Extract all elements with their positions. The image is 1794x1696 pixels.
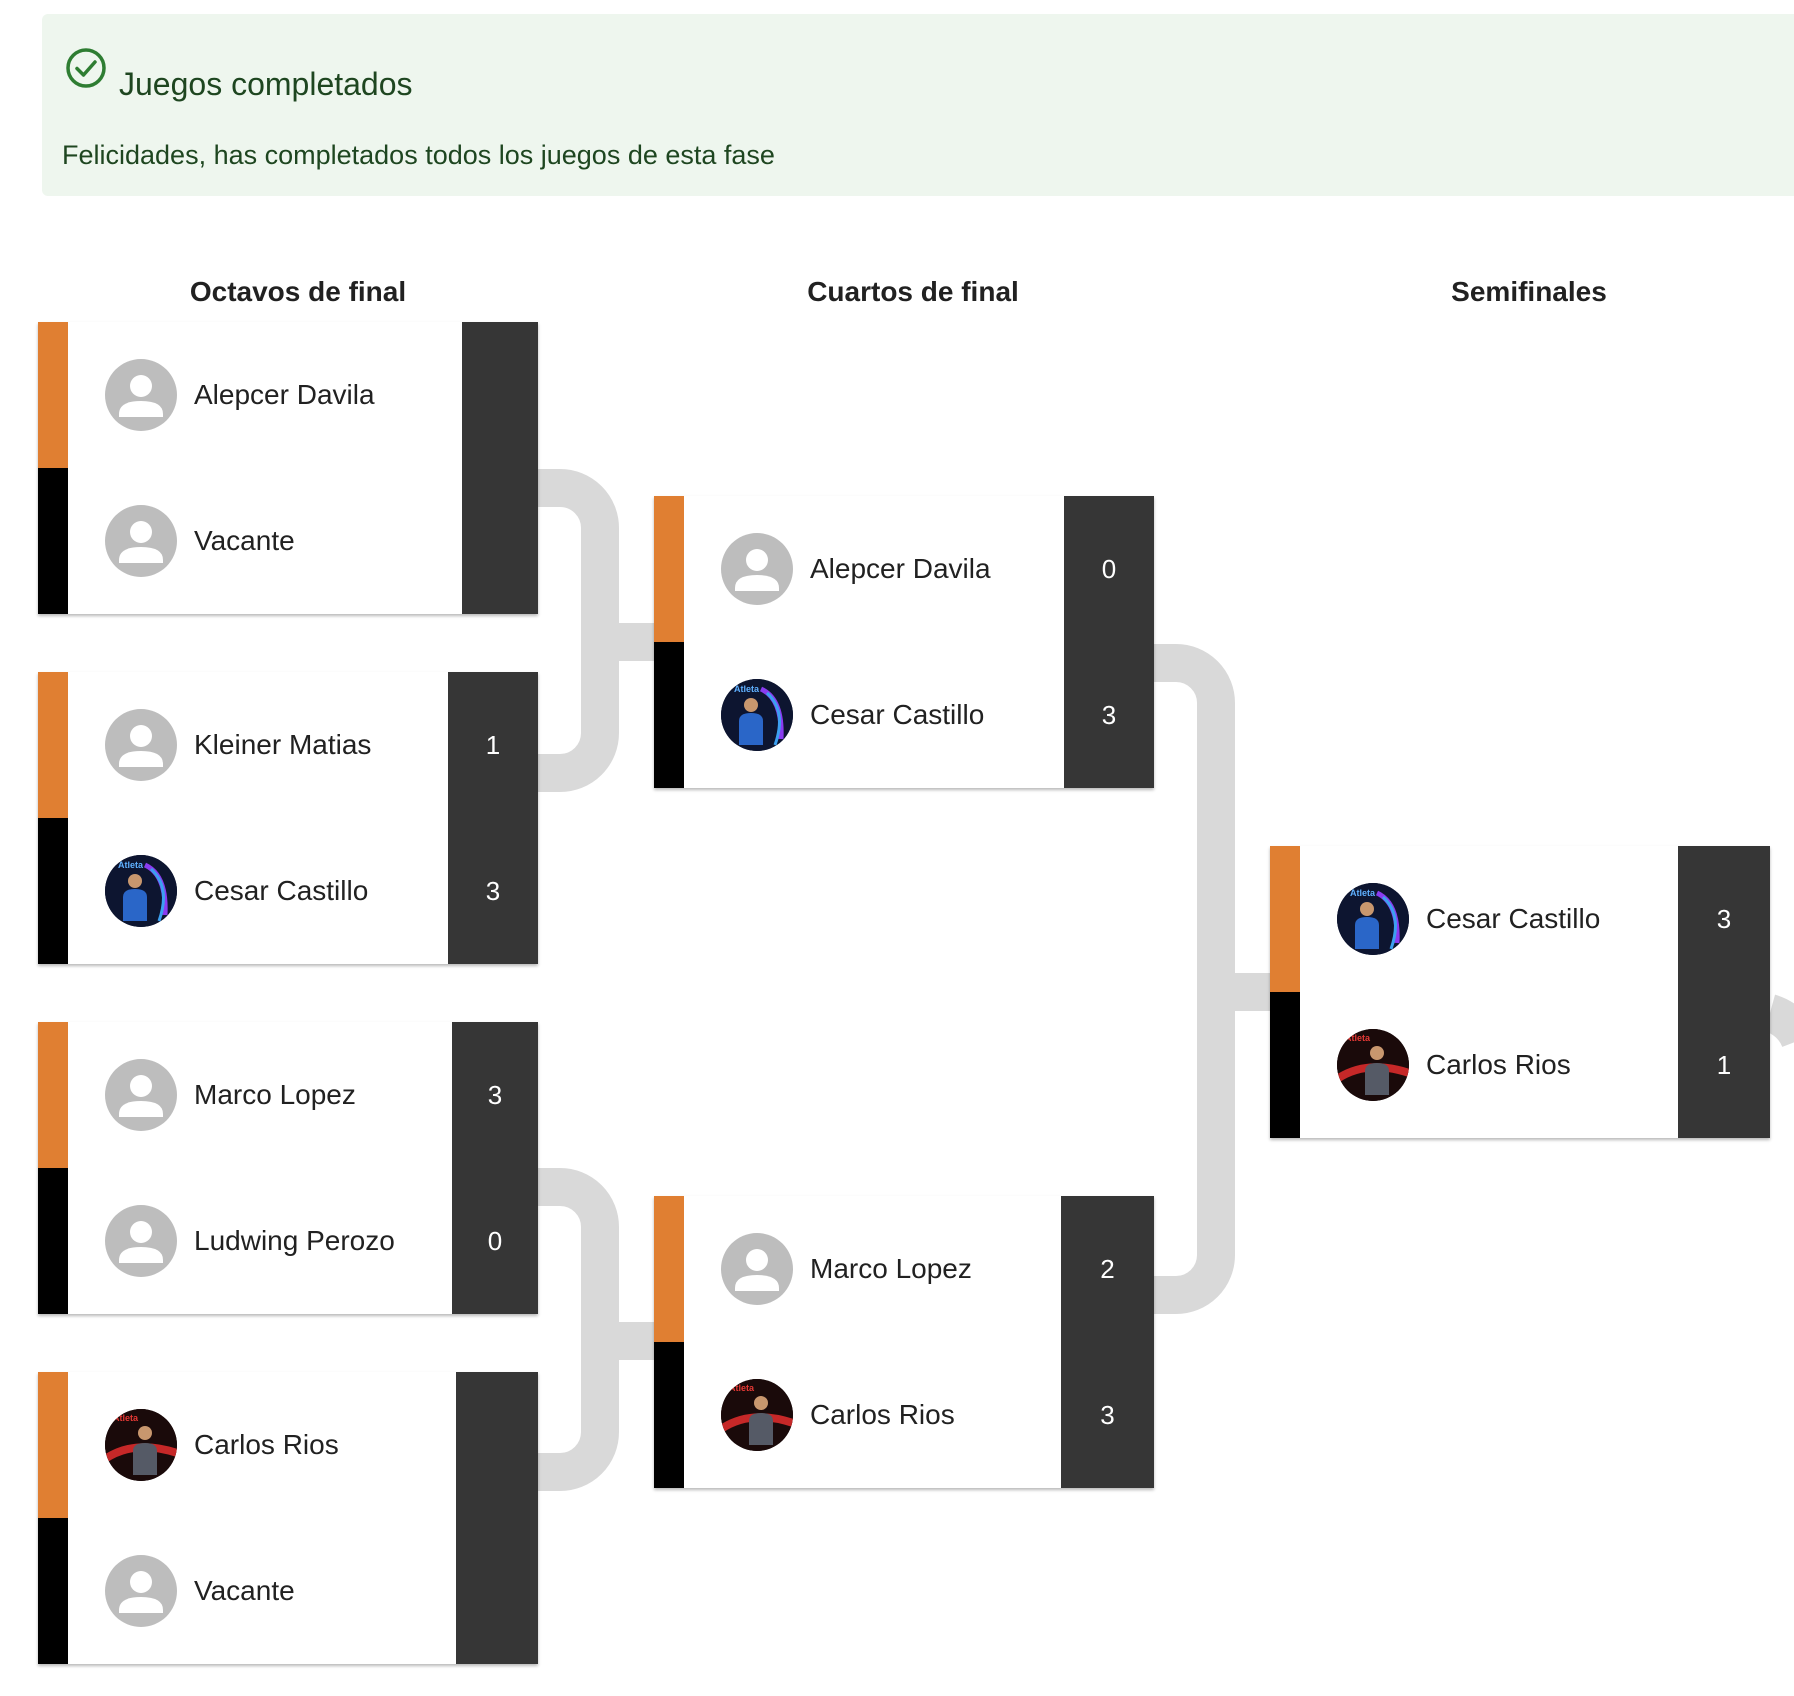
player-name: Alepcer Davila (194, 379, 375, 410)
athlete-photo-red: Atleta (105, 1409, 177, 1481)
default-user-icon (105, 1059, 177, 1131)
player-score (462, 322, 538, 468)
check-circle-icon (66, 48, 106, 88)
match-slot-bottom[interactable]: Atleta Carlos Rios 3 (654, 1342, 1154, 1488)
player-name: Carlos Rios (194, 1429, 339, 1460)
player-score: 0 (1064, 496, 1154, 642)
svg-text:Atleta: Atleta (1350, 888, 1376, 898)
player-score: 0 (452, 1168, 538, 1314)
player-score: 3 (1064, 642, 1154, 788)
connector-join-r1-bottom (619, 1322, 654, 1360)
player-name: Ludwing Perozo (194, 1225, 395, 1256)
slot-indicator (38, 672, 68, 818)
player-score: 3 (1678, 846, 1770, 992)
connector-join-r1-top (619, 623, 654, 661)
round-title-semifinales: Semifinales (1451, 276, 1607, 307)
slot-indicator (38, 468, 68, 614)
player-score: 3 (448, 818, 538, 964)
match-r2-1: Alepcer Davila 0 Atleta Cesar Castillo 3 (654, 496, 1154, 788)
slot-indicator (654, 1196, 684, 1342)
svg-text:Atleta: Atleta (118, 860, 144, 870)
slot-indicator (38, 322, 68, 468)
slot-indicator (654, 1342, 684, 1488)
default-user-icon (105, 359, 177, 431)
slot-indicator (38, 1372, 68, 1518)
slot-indicator (1270, 992, 1300, 1138)
athlete-photo-blue: Atleta (1337, 883, 1409, 955)
match-slot-bottom[interactable]: Atleta Cesar Castillo 3 (38, 818, 538, 964)
alert-title: Juegos completados (119, 66, 413, 102)
slot-indicator (654, 496, 684, 642)
svg-text:Atleta: Atleta (113, 1413, 139, 1423)
match-slot-bottom[interactable]: Atleta Carlos Rios 1 (1270, 992, 1770, 1138)
match-r1-4: Atleta Carlos Rios Vacante (38, 1372, 538, 1664)
slot-indicator (38, 1168, 68, 1314)
match-r1-1: Alepcer Davila Vacante (38, 322, 538, 614)
player-name: Vacante (194, 525, 295, 556)
match-slot-bottom[interactable]: Atleta Cesar Castillo 3 (654, 642, 1154, 788)
player-name: Carlos Rios (1426, 1049, 1571, 1080)
match-r2-2: Marco Lopez 2 Atleta Carlos Rios 3 (654, 1196, 1154, 1488)
match-slot-top[interactable]: Atleta Cesar Castillo 3 (1270, 846, 1770, 993)
player-score: 2 (1061, 1196, 1154, 1342)
player-score (456, 1372, 538, 1518)
player-score: 3 (1061, 1342, 1154, 1488)
connector-r3-out (1763, 994, 1794, 1048)
slot-indicator (654, 642, 684, 788)
match-r1-3: Marco Lopez 3 Ludwing Perozo 0 (38, 1022, 538, 1314)
athlete-photo-blue: Atleta (105, 855, 177, 927)
player-name: Vacante (194, 1575, 295, 1606)
default-user-icon (721, 1233, 793, 1305)
player-name: Marco Lopez (194, 1079, 356, 1110)
round-title-cuartos: Cuartos de final (807, 276, 1019, 307)
match-slot-bottom[interactable]: Ludwing Perozo 0 (38, 1168, 538, 1314)
match-slot-top[interactable]: Alepcer Davila 0 (654, 496, 1154, 643)
player-name: Kleiner Matias (194, 729, 372, 760)
slot-indicator (38, 1518, 68, 1664)
svg-text:Atleta: Atleta (729, 1383, 755, 1393)
player-score (456, 1518, 538, 1664)
round-title-octavos: Octavos de final (189, 276, 407, 307)
connector-r2 (1154, 644, 1235, 1314)
svg-text:Atleta: Atleta (734, 684, 760, 694)
player-name: Carlos Rios (810, 1399, 955, 1430)
slot-indicator (1270, 846, 1300, 992)
player-name: Marco Lopez (810, 1253, 972, 1284)
player-name: Cesar Castillo (1426, 903, 1601, 934)
match-slot-bottom[interactable]: Vacante (38, 1518, 538, 1664)
player-score (462, 468, 538, 614)
athlete-photo-blue: Atleta (721, 679, 793, 751)
default-user-icon (105, 1555, 177, 1627)
match-r3-1: Atleta Cesar Castillo 3 Atleta Carlos Ri… (1270, 846, 1770, 1138)
connector-join-r2 (1235, 973, 1270, 1011)
alert-message: Felicidades, has completados todos los j… (62, 140, 775, 170)
default-user-icon (105, 709, 177, 781)
match-slot-top[interactable]: Marco Lopez 3 (38, 1022, 538, 1169)
match-slot-top[interactable]: Kleiner Matias 1 (38, 672, 538, 819)
player-score: 3 (452, 1022, 538, 1168)
match-slot-top[interactable]: Marco Lopez 2 (654, 1196, 1154, 1343)
slot-indicator (38, 818, 68, 964)
player-score: 1 (1678, 992, 1770, 1138)
player-name: Cesar Castillo (194, 875, 369, 906)
default-user-icon (721, 533, 793, 605)
player-name: Alepcer Davila (810, 553, 991, 584)
player-name: Cesar Castillo (810, 699, 985, 730)
match-r1-2: Kleiner Matias 1 Atleta Cesar Castillo 3 (38, 672, 538, 964)
slot-indicator (38, 1022, 68, 1168)
player-score: 1 (448, 672, 538, 818)
match-slot-bottom[interactable]: Vacante (38, 468, 538, 614)
svg-text:Atleta: Atleta (1345, 1033, 1371, 1043)
connector-r1-top (538, 469, 619, 792)
success-alert: Juegos completados Felicidades, has comp… (42, 14, 1794, 196)
athlete-photo-red: Atleta (1337, 1029, 1409, 1101)
default-user-icon (105, 1205, 177, 1277)
match-slot-top[interactable]: Atleta Carlos Rios (38, 1372, 538, 1519)
match-slot-top[interactable]: Alepcer Davila (38, 322, 538, 469)
connector-r1-bottom (538, 1168, 619, 1491)
default-user-icon (105, 505, 177, 577)
athlete-photo-red: Atleta (721, 1379, 793, 1451)
